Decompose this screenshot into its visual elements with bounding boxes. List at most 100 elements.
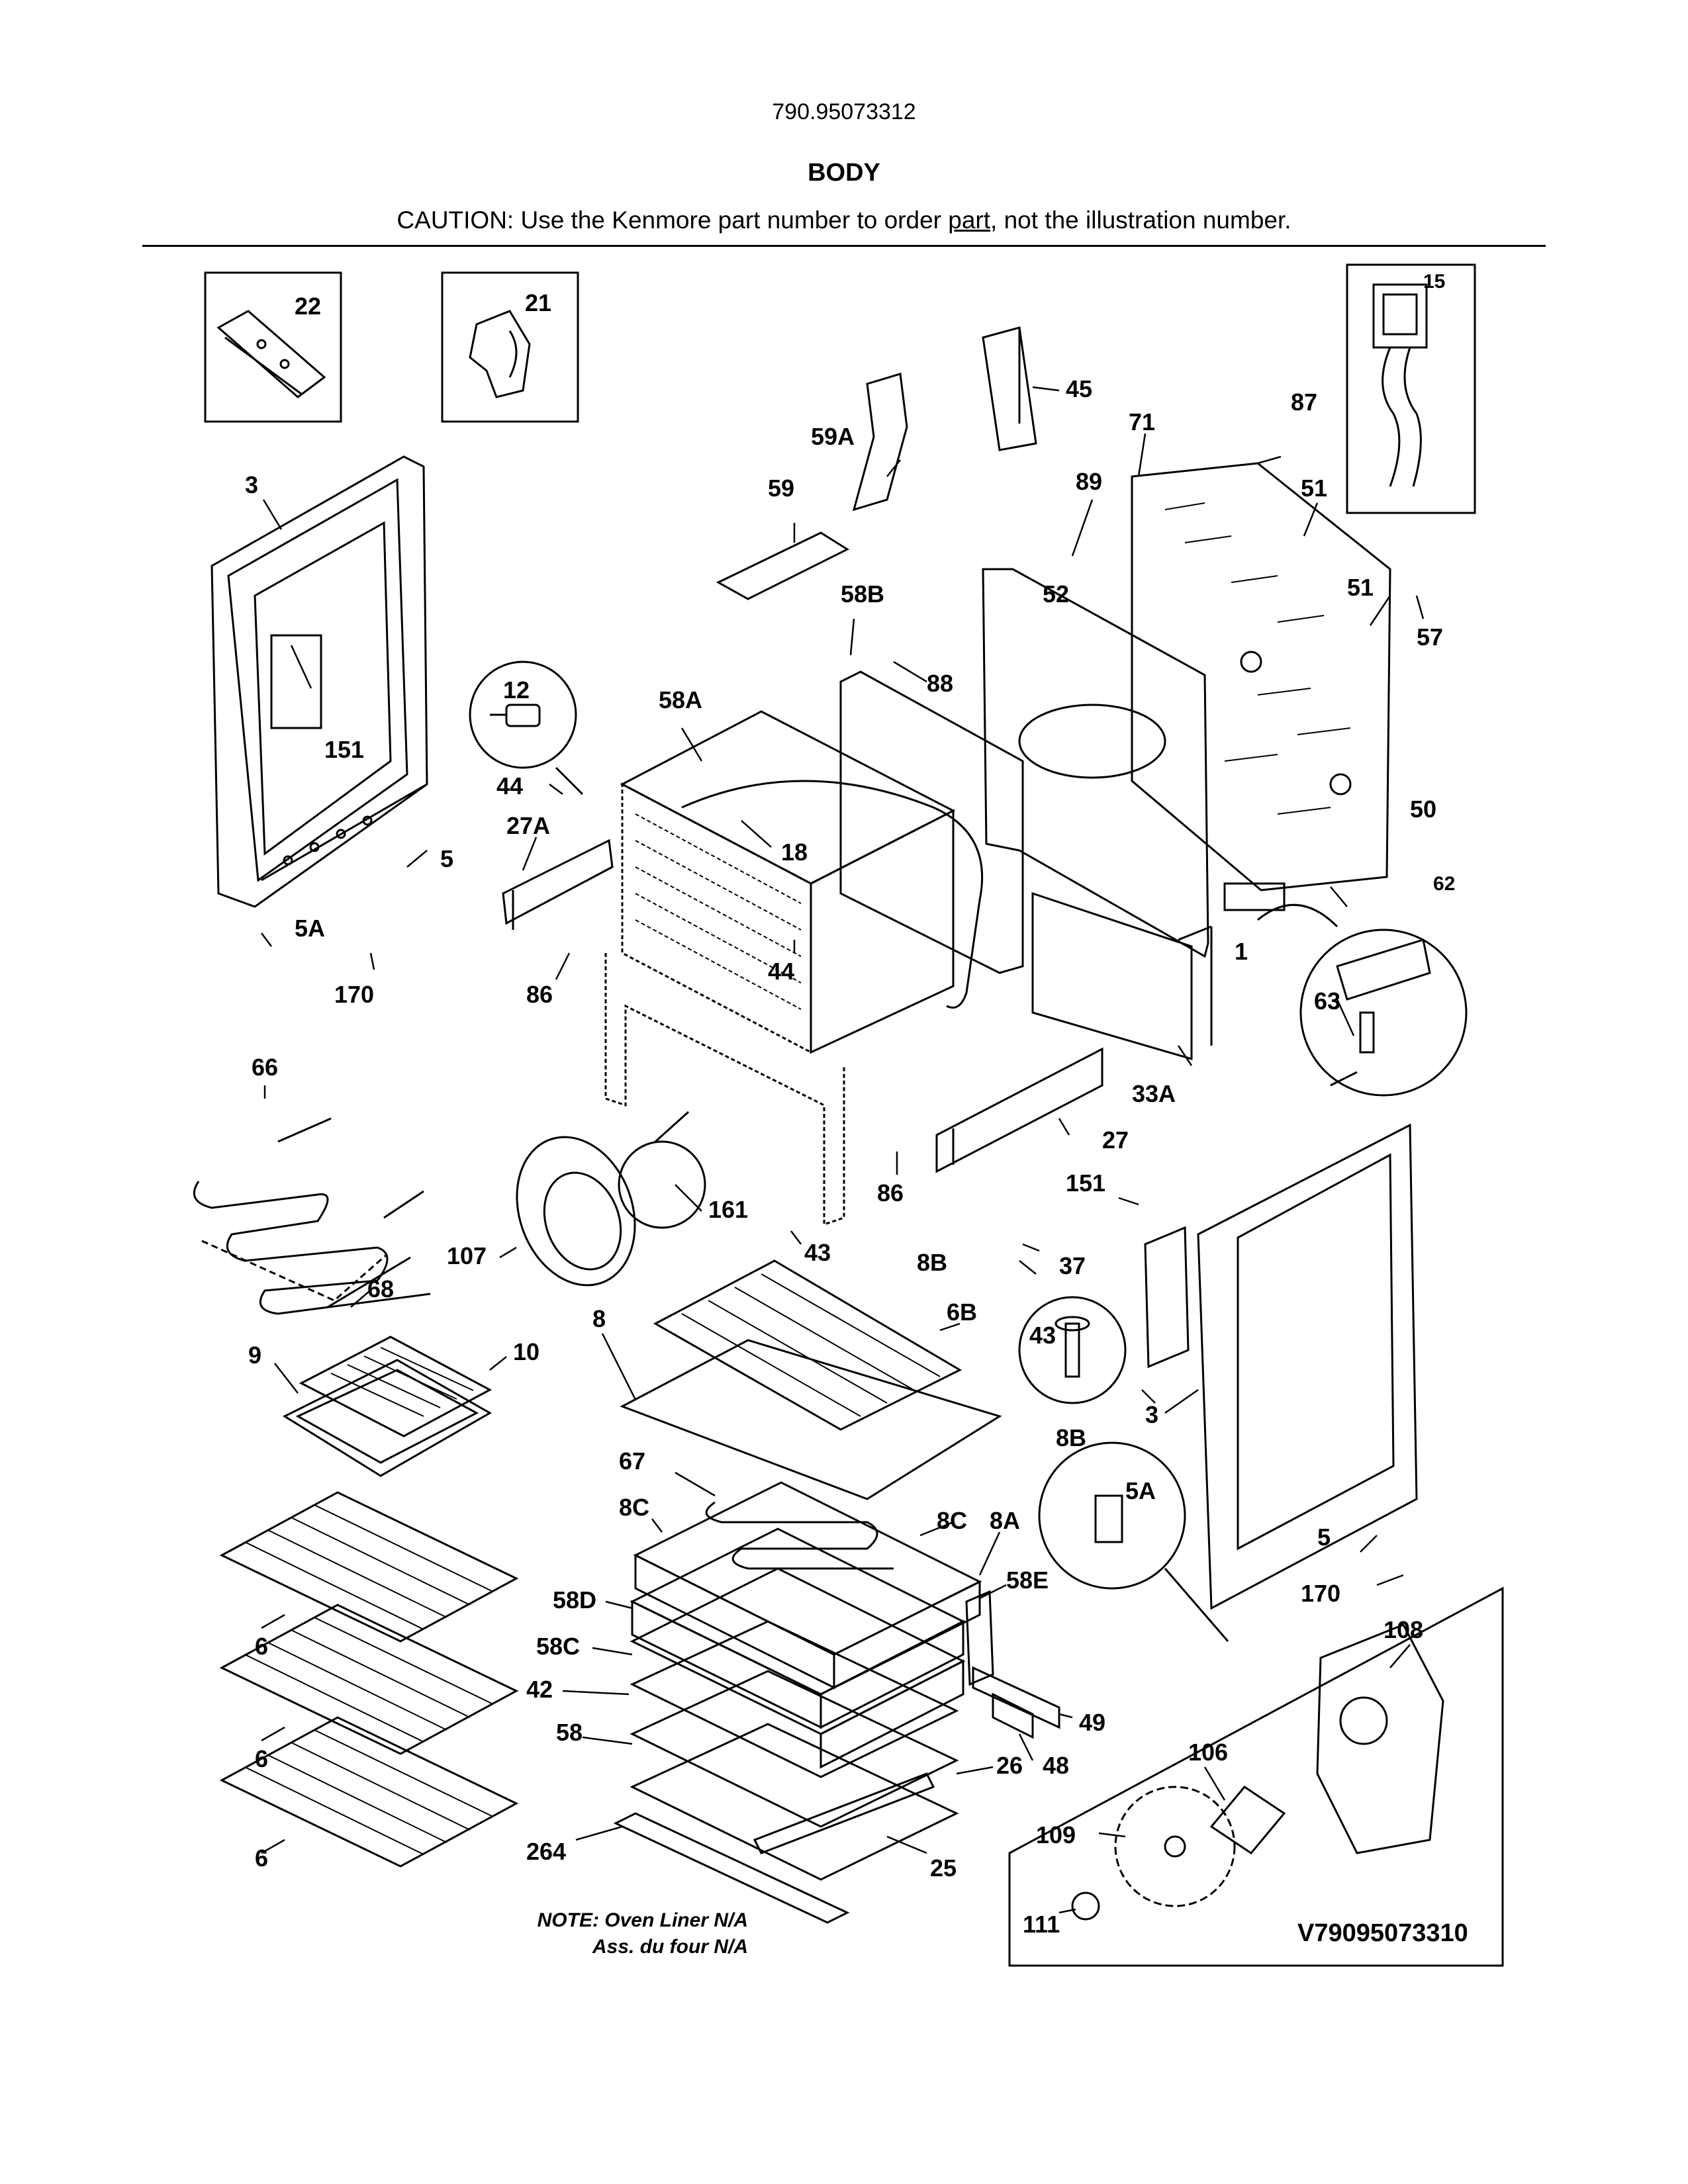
callout-49: 49 [1079,1709,1105,1736]
callout-5A-left: 5A [295,915,325,942]
callout-58A: 58A [659,686,702,713]
callout-52: 52 [1043,580,1069,608]
terminal-block-62-icon [1223,882,1468,1097]
callout-3-left: 3 [245,471,258,498]
callout-27A: 27A [506,812,550,839]
callout-71: 71 [1129,408,1155,435]
rail-27-icon [935,1047,1103,1173]
vent-duct-45-icon [982,326,1037,451]
callout-1: 1 [1235,938,1248,965]
oven-rack-6-top-icon [219,1491,519,1643]
callout-111: 111 [1023,1911,1060,1938]
callout-50: 50 [1410,796,1436,823]
caution-text: CAUTION: Use the Kenmore part number to … [0,206,1688,234]
rail-27A-icon [502,839,614,930]
caution-underlined-word: part [948,206,991,234]
insulation-58D-icon [630,1527,966,1729]
module-15-icon [1372,283,1428,487]
callout-22: 22 [295,293,321,320]
callout-6B: 6B [947,1298,977,1326]
left-side-panel-3-icon [211,455,428,908]
oven-rack-6-middle-icon [219,1604,519,1755]
callout-26: 26 [996,1752,1023,1779]
callout-6-bottom: 6 [255,1844,268,1872]
bake-element-67-icon [705,1501,894,1570]
callout-51-top: 51 [1301,475,1327,502]
callout-51-side: 51 [1347,574,1374,601]
callout-109: 109 [1036,1821,1076,1848]
fan-assembly-inset [1008,1586,1504,1967]
callout-6-top: 6 [255,1633,268,1660]
panel-25-icon [753,1772,935,1854]
header-rule [142,245,1546,247]
callout-9: 9 [248,1342,261,1369]
panel-58-icon [630,1670,959,1828]
callout-86-right: 86 [877,1179,904,1206]
rack-6B-icon [653,1259,962,1431]
callout-18: 18 [781,839,808,866]
callout-10: 10 [513,1338,539,1365]
callout-12: 12 [503,676,530,704]
leader-lines [261,386,1425,1914]
callout-89: 89 [1076,468,1102,495]
callout-57: 57 [1417,623,1443,651]
oven-cavity-58A-icon [604,710,956,1226]
caution-suffix: , not the illustration number. [990,206,1291,234]
callout-108: 108 [1383,1616,1423,1643]
callout-58E: 58E [1006,1567,1049,1594]
inset-box-21 [441,271,579,423]
callout-170-left: 170 [334,981,374,1008]
callout-42: 42 [526,1676,553,1703]
callout-43-inset: 43 [1029,1322,1056,1349]
callout-43-upper: 43 [804,1239,831,1266]
callout-151-left: 151 [324,736,364,763]
bracket-68-icon [201,1240,411,1308]
fan-cover-107-icon [516,1136,636,1287]
callout-63: 63 [1314,987,1340,1015]
callout-8C-left: 8C [619,1494,649,1521]
sensor-12-icon [469,660,584,796]
callout-37: 37 [1059,1252,1086,1279]
callout-87: 87 [1291,388,1317,416]
callout-5-right: 5 [1317,1524,1331,1551]
bracket-22-icon [216,310,326,398]
inset-box-15 [1346,263,1476,514]
vent-59-icon [716,531,850,600]
callout-6-middle: 6 [255,1745,268,1772]
callout-264: 264 [526,1838,566,1865]
insulation-58C-icon [630,1567,966,1769]
callout-8B-lower: 8B [1056,1424,1086,1451]
callout-21: 21 [525,289,551,316]
callout-59A: 59A [811,423,855,450]
panel-42-icon [630,1620,959,1778]
callout-151-right: 151 [1066,1169,1105,1197]
pan-8-icon [620,1339,1002,1500]
callout-44-upper: 44 [496,772,523,799]
rear-panel-1-icon [982,568,1209,958]
vent-59A-icon [852,373,908,512]
note-line-2: Ass. du four N/A [592,1936,748,1958]
leveler-5A-icon [1038,1441,1229,1642]
insulation-58B-icon [681,670,1024,1009]
callout-5A-inset: 5A [1125,1477,1156,1504]
callout-5-left: 5 [440,845,453,872]
callout-3-right: 3 [1145,1401,1158,1428]
callout-8C-right: 8C [937,1507,967,1534]
right-side-panel-3-icon [1144,1123,1418,1610]
callout-44-lower: 44 [768,958,794,985]
broil-pan-9-icon [282,1359,492,1477]
callout-33A: 33A [1132,1080,1176,1107]
callout-170-right: 170 [1301,1580,1340,1607]
element-161-icon [618,1111,706,1229]
bake-element-66-icon [193,1117,431,1315]
kick-panel-264-icon [613,1812,850,1924]
strip-48-icon [992,1692,1034,1739]
callout-8A: 8A [990,1507,1020,1534]
drawer-8A-icon [633,1481,982,1690]
callout-66: 66 [252,1054,278,1081]
rear-panel-71-icon [1131,462,1391,891]
callout-62: 62 [1433,873,1455,895]
callout-45: 45 [1066,375,1092,402]
callout-25: 25 [930,1854,957,1882]
